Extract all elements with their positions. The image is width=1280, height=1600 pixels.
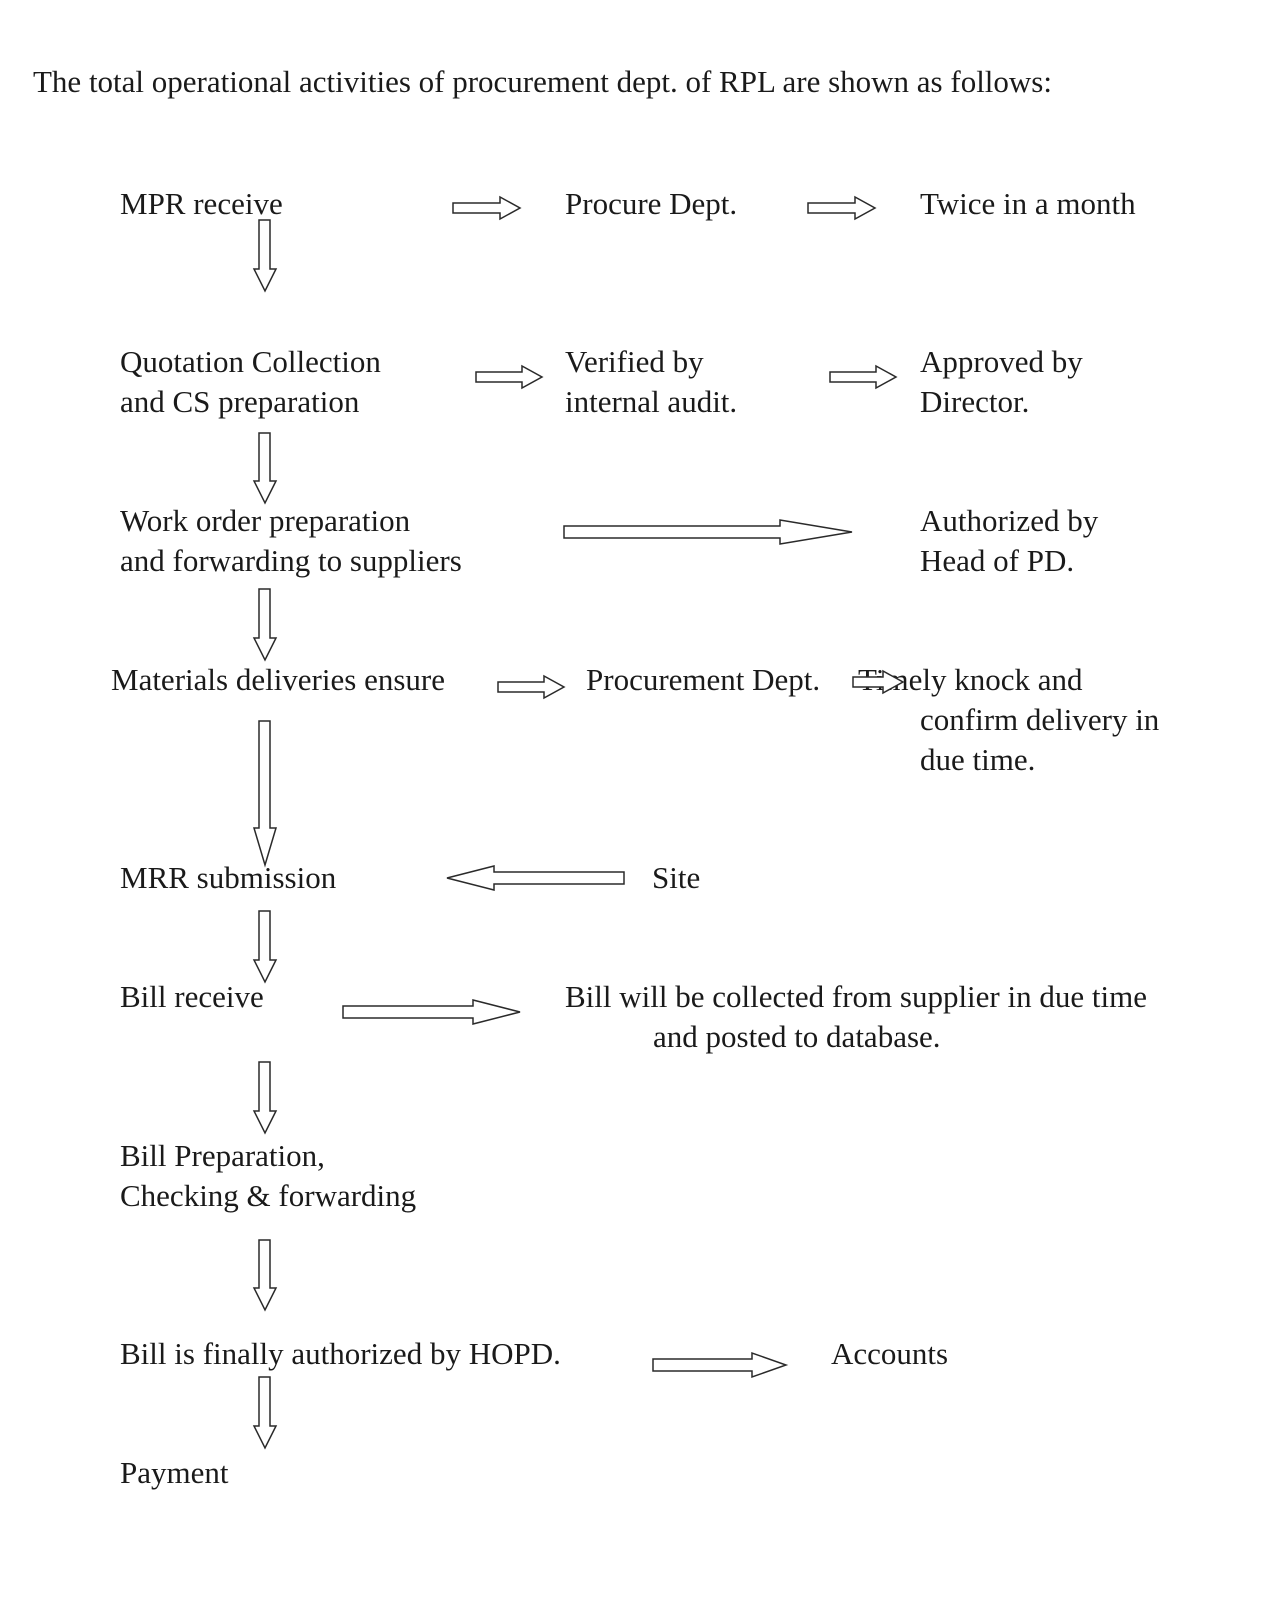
arrow-right-icon bbox=[829, 364, 898, 390]
node-line: Director. bbox=[920, 384, 1030, 419]
node-line: Site bbox=[652, 860, 701, 895]
node-line: Procurement Dept. bbox=[586, 662, 821, 697]
node-line: Bill is finally authorized by HOPD. bbox=[120, 1336, 561, 1371]
node-line: Payment bbox=[120, 1455, 229, 1490]
node-line: due time. bbox=[920, 742, 1036, 777]
node-twice-in-a-month: Twice in a month bbox=[920, 184, 1136, 224]
node-line: and posted to database. bbox=[653, 1019, 941, 1054]
diagram-intro-text: The total operational activities of proc… bbox=[33, 64, 1052, 99]
node-line: Materials deliveries ensure bbox=[111, 662, 445, 697]
node-line: Verified by bbox=[565, 344, 704, 379]
arrow-right-icon bbox=[497, 674, 566, 700]
node-quotation-collection: Quotation Collection and CS preparation bbox=[120, 342, 381, 422]
node-line: and forwarding to suppliers bbox=[120, 543, 462, 578]
node-line: Bill receive bbox=[120, 979, 264, 1014]
node-approved-by-director: Approved by Director. bbox=[920, 342, 1083, 422]
arrow-down-icon bbox=[252, 910, 278, 984]
node-line: Accounts bbox=[831, 1336, 949, 1371]
node-payment: Payment bbox=[120, 1453, 229, 1493]
node-verified-by-internal-audit: Verified by internal audit. bbox=[565, 342, 737, 422]
node-line: and CS preparation bbox=[120, 384, 360, 419]
arrow-down-icon bbox=[252, 720, 278, 868]
node-mrr-submission: MRR submission bbox=[120, 858, 336, 898]
node-line: Bill will be collected from supplier in … bbox=[565, 979, 1147, 1014]
node-line: Work order preparation bbox=[120, 503, 411, 538]
node-bill-receive: Bill receive bbox=[120, 977, 264, 1017]
node-authorized-by-head-of-pd: Authorized by Head of PD. bbox=[920, 501, 1098, 581]
arrow-down-icon bbox=[252, 1376, 278, 1450]
node-line: Timely knock and bbox=[858, 662, 1083, 697]
arrow-right-icon bbox=[807, 195, 877, 221]
node-line: Approved by bbox=[920, 344, 1083, 379]
node-line: internal audit. bbox=[565, 384, 738, 419]
arrow-down-icon bbox=[252, 219, 278, 293]
node-line: Twice in a month bbox=[920, 186, 1136, 221]
node-accounts: Accounts bbox=[831, 1334, 948, 1374]
arrow-down-icon bbox=[252, 588, 278, 662]
node-line: Bill Preparation, bbox=[120, 1138, 325, 1173]
arrow-right-icon bbox=[342, 999, 521, 1025]
arrow-left-icon bbox=[446, 865, 625, 891]
node-bill-preparation: Bill Preparation, Checking & forwarding bbox=[120, 1136, 416, 1216]
node-line: Quotation Collection bbox=[120, 344, 381, 379]
arrow-right-icon bbox=[475, 364, 544, 390]
node-bill-authorized-by-hopd: Bill is finally authorized by HOPD. bbox=[120, 1334, 561, 1374]
node-bill-collected: Bill will be collected from supplier in … bbox=[565, 977, 1147, 1057]
node-procurement-dept: Procurement Dept. bbox=[586, 660, 820, 700]
node-line: Head of PD. bbox=[920, 543, 1075, 578]
node-materials-deliveries-ensure: Materials deliveries ensure bbox=[111, 660, 445, 700]
arrow-right-icon bbox=[452, 195, 522, 221]
node-line: Authorized by bbox=[920, 503, 1099, 538]
node-procure-dept: Procure Dept. bbox=[565, 184, 737, 224]
node-line: MRR submission bbox=[120, 860, 337, 895]
node-line: MPR receive bbox=[120, 186, 283, 221]
arrow-right-icon bbox=[652, 1351, 789, 1379]
node-line: Procure Dept. bbox=[565, 186, 738, 221]
arrow-down-icon bbox=[252, 432, 278, 505]
node-line: Checking & forwarding bbox=[120, 1178, 417, 1213]
node-mpr-receive: MPR receive bbox=[120, 184, 283, 224]
arrow-down-icon bbox=[252, 1239, 278, 1312]
arrow-down-icon bbox=[252, 1061, 278, 1135]
node-line: confirm delivery in bbox=[920, 702, 1160, 737]
arrow-right-icon bbox=[563, 519, 853, 545]
node-work-order-preparation: Work order preparation and forwarding to… bbox=[120, 501, 462, 581]
node-timely-knock: Timely knock and confirm delivery in due… bbox=[858, 660, 1159, 780]
node-site: Site bbox=[652, 858, 700, 898]
